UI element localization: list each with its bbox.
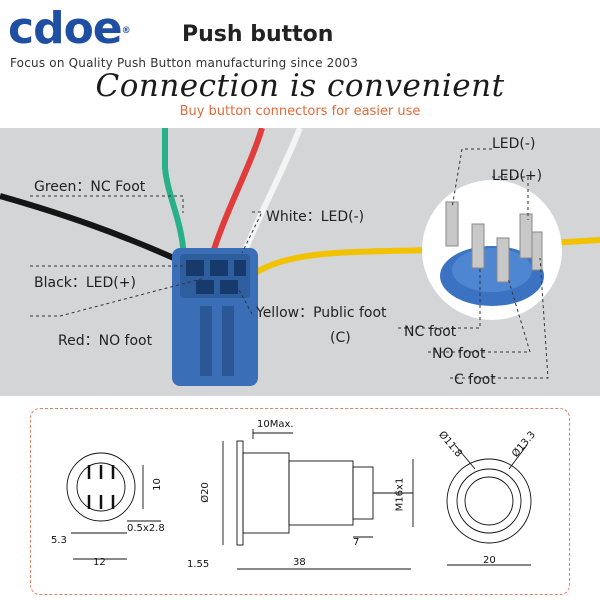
dim-1-55: 1.55 [187, 559, 210, 570]
dim-front-20: 20 [483, 555, 496, 566]
registered-mark: ® [121, 26, 131, 36]
leader-lines [30, 148, 549, 379]
logo-text: cdoe [8, 3, 123, 54]
label-yellow-wire: Yellow：Public foot [256, 305, 387, 321]
label-green-wire: Green：NC Foot [34, 179, 146, 195]
dim-0-5x2-8: 0.5x2.8 [127, 523, 165, 534]
blue-connector [172, 248, 258, 386]
green-wire [162, 128, 187, 259]
label-pin-nc: NC foot [404, 324, 457, 340]
dim-thread-m16x1: M16x1 [394, 477, 406, 512]
label-pin-c: C foot [454, 372, 496, 388]
wiring-illustration [0, 126, 600, 386]
company-tagline: Focus on Quality Push Button manufacturi… [10, 56, 359, 70]
dim-5-3: 5.3 [51, 535, 67, 546]
label-pin-led-minus: LED(-) [492, 136, 536, 152]
wiring-photo: Green：NC Foot Black：LED(+) Red：NO foot W… [0, 126, 600, 396]
product-title: Push button [182, 22, 334, 47]
dim-12: 12 [93, 557, 106, 568]
label-yellow-common: (C) [330, 330, 351, 346]
label-black-wire: Black：LED(+) [34, 275, 136, 291]
dim-side-diameter-20: Ø20 [199, 482, 211, 503]
page-headline: Connection is convenient [95, 68, 505, 104]
black-wire [0, 193, 198, 271]
dim-bottom-10: 10 [151, 478, 163, 491]
white-wire [237, 126, 303, 265]
red-wire [207, 127, 265, 264]
dim-7: 7 [353, 537, 360, 548]
brand-logo: cdoe® [8, 3, 131, 54]
label-white-wire: White：LED(-) [266, 209, 365, 225]
label-red-wire: Red：NO foot [58, 333, 153, 349]
pin-callout [422, 180, 562, 320]
dim-10max: 10Max. [257, 419, 294, 430]
page-subheadline: Buy button connectors for easier use [179, 104, 421, 119]
dimension-drawing: 10 5.3 0.5x2.8 12 10Max. Ø20 1.55 38 7 M… [30, 408, 570, 595]
dimension-lines [66, 429, 532, 570]
label-pin-no: NO foot [432, 346, 486, 362]
dim-38: 38 [293, 557, 306, 568]
label-pin-led-plus: LED(+) [492, 168, 543, 184]
